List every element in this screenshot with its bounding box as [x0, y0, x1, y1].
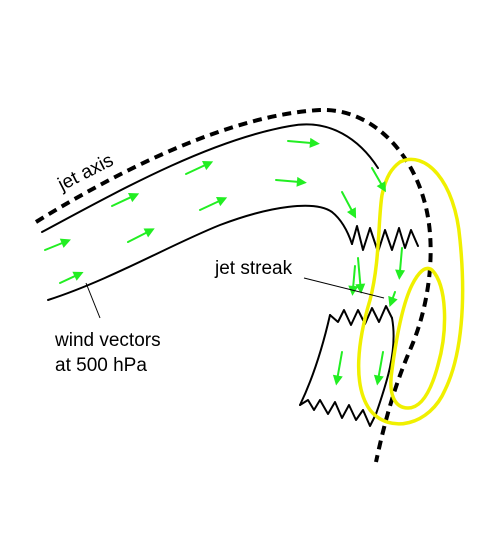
- wind-vectors-label-line2: at 500 hPa: [55, 355, 147, 376]
- flow-lower-boundary: [47, 204, 353, 301]
- jet-streak-outline-outer: [356, 157, 465, 426]
- wind-vectors-leader-line: [85, 282, 101, 319]
- box-left-side: [299, 314, 331, 406]
- zigzag-edge-upper: [351, 225, 419, 253]
- wind-vector-arrow: [275, 176, 307, 187]
- wind-vector-arrow: [332, 351, 343, 386]
- wind-vector-arrow: [199, 197, 228, 211]
- wind-vector-arrow: [355, 257, 366, 294]
- wind-vector-arrow: [111, 193, 140, 207]
- jet-axis-label: jet axis: [54, 150, 117, 196]
- jet-streak-leader-line: [303, 277, 385, 299]
- wind-vector-arrow: [395, 247, 406, 280]
- zigzag-edge-lower: [299, 399, 377, 427]
- zigzag-edge-middle: [329, 305, 393, 326]
- wind-vectors: [44, 137, 406, 386]
- jet-streak-label: jet streak: [214, 258, 293, 279]
- flow-upper-boundary: [41, 123, 379, 233]
- jet-axis-line: [34, 107, 433, 463]
- wind-vector-arrow: [341, 191, 357, 219]
- wind-vector-arrow: [127, 228, 155, 243]
- wind-vector-arrow: [388, 291, 398, 308]
- wind-vector-arrow: [185, 161, 214, 175]
- box-right-side: [375, 317, 395, 415]
- jet-streak-outline-inner: [389, 266, 447, 410]
- wind-vector-arrow: [371, 167, 386, 193]
- wind-vector-arrow: [44, 238, 71, 251]
- wind-vector-arrow: [59, 271, 84, 284]
- wind-vectors-label-line1: wind vectors: [54, 330, 161, 351]
- wind-vector-arrow: [287, 137, 320, 148]
- wind-vector-arrow: [373, 351, 384, 386]
